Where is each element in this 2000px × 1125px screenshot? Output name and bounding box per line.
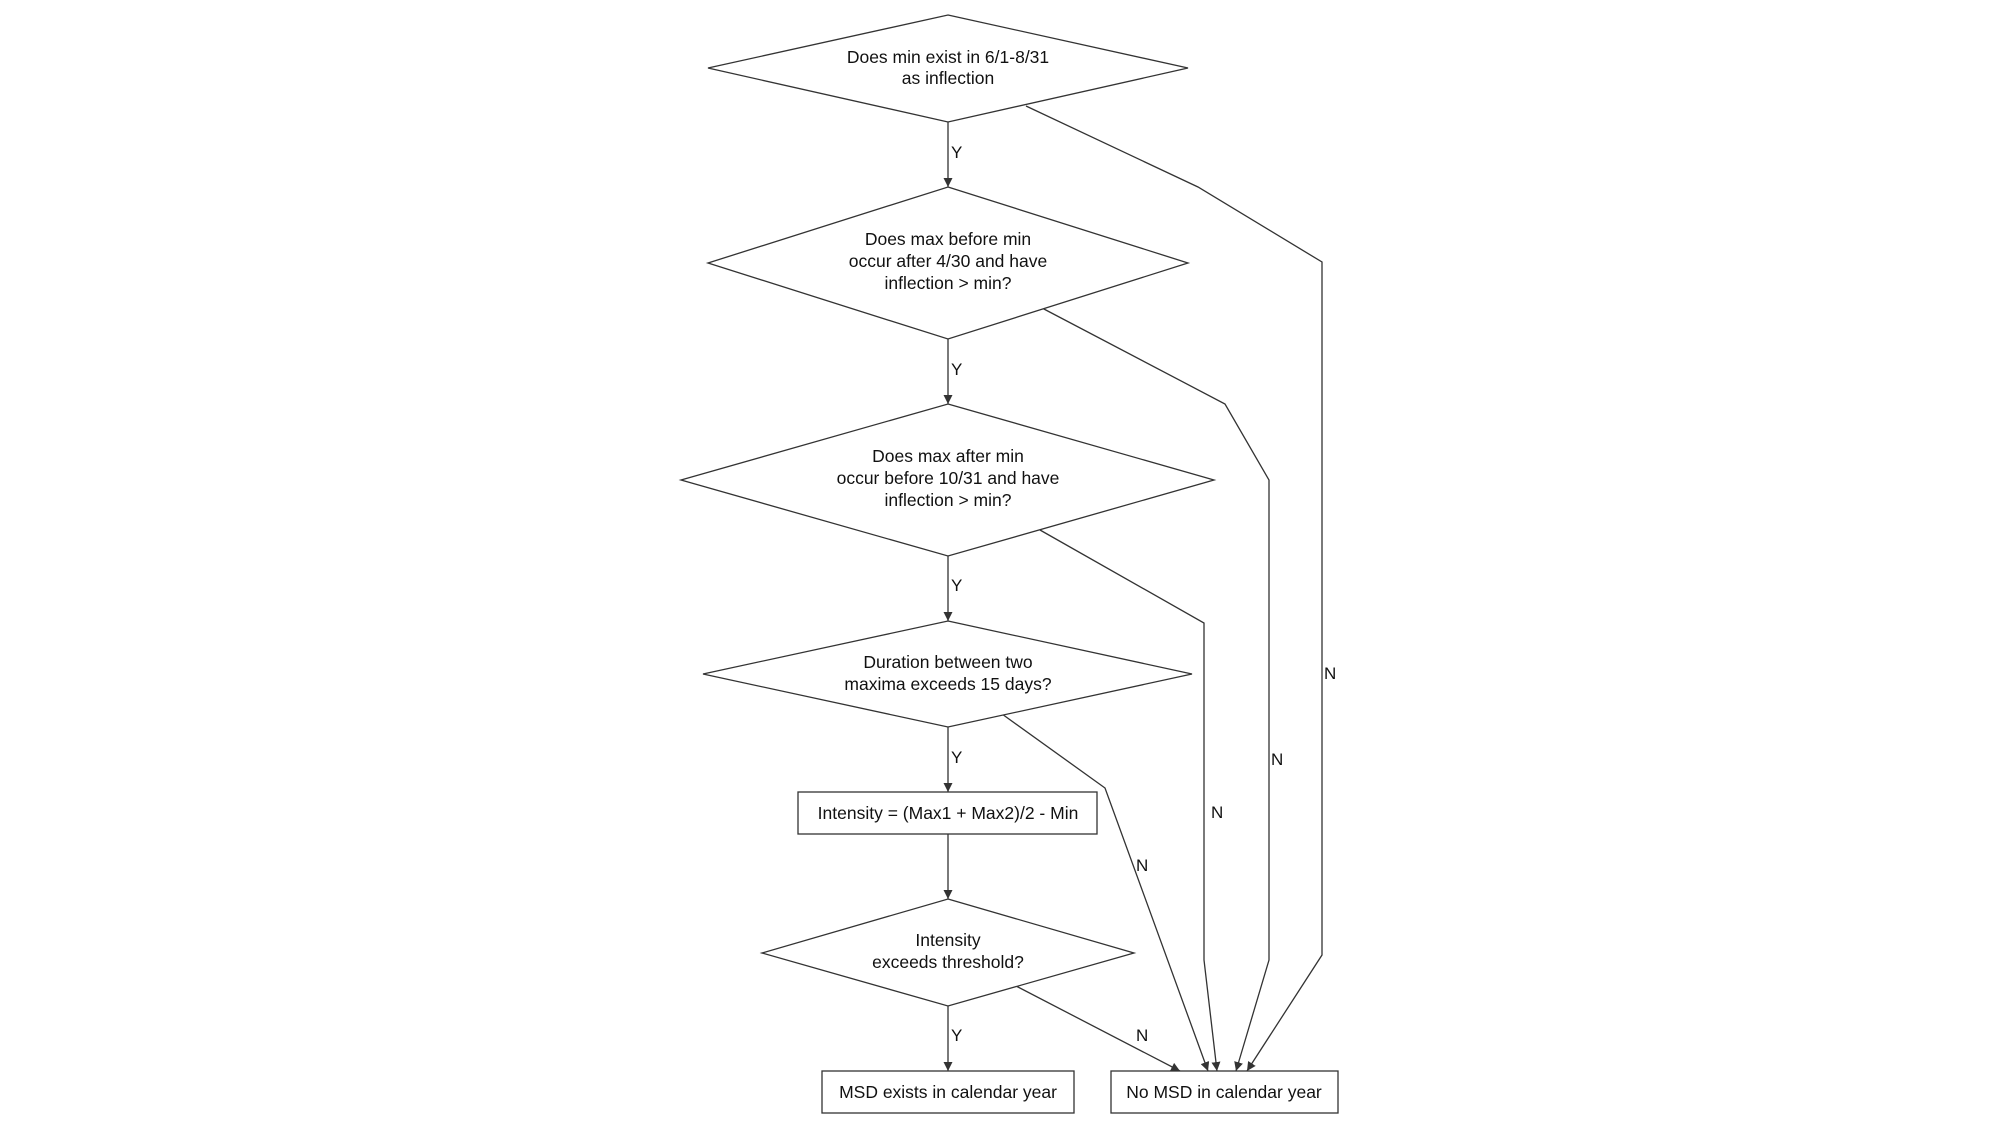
process-intensity-calc: Intensity = (Max1 + Max2)/2 - Min: [797, 791, 1098, 835]
edge-q3-no-end: [1039, 529, 1221, 1072]
decision-max-before-min-line-3: inflection > min?: [885, 273, 1012, 293]
decision-max-before-min-line-2: occur after 4/30 and have: [849, 251, 1047, 271]
decision-min-inflection-line-2: as inflection: [902, 68, 994, 88]
edge-label-q4-no-end: N: [1136, 856, 1148, 875]
edge-label-q1-q2: Y: [951, 143, 962, 162]
edge-q1-no-end: [1025, 105, 1323, 1072]
decision-intensity-threshold: Intensity exceeds threshold?: [759, 898, 1137, 1007]
decision-max-after-min-line-1: Does max after min: [872, 446, 1024, 466]
decision-duration-line-2: maxima exceeds 15 days?: [844, 674, 1051, 694]
decision-min-inflection-line-1: Does min exist in 6/1-8/31: [847, 47, 1049, 67]
edge-label-q5-yes-end: Y: [951, 1026, 962, 1045]
terminal-msd-exists: MSD exists in calendar year: [821, 1070, 1075, 1114]
decision-intensity-threshold-line-2: exceeds threshold?: [872, 952, 1024, 972]
edge-label-q2-no-end: N: [1271, 750, 1283, 769]
process-intensity-calc-text: Intensity = (Max1 + Max2)/2 - Min: [818, 803, 1079, 823]
decision-duration-line-1: Duration between two: [863, 652, 1032, 672]
edge-label-q4-calc: Y: [951, 748, 962, 767]
decision-max-after-min-line-2: occur before 10/31 and have: [837, 468, 1060, 488]
decision-min-inflection: Does min exist in 6/1-8/31 as inflection: [707, 14, 1189, 123]
edge-label-q2-q3: Y: [951, 360, 962, 379]
decision-duration: Duration between two maxima exceeds 15 d…: [702, 620, 1193, 728]
decision-intensity-threshold-line-1: Intensity: [915, 930, 980, 950]
edge-q2-no-end: [1041, 307, 1270, 1072]
decision-max-after-min-line-3: inflection > min?: [885, 490, 1012, 510]
decision-max-after-min: Does max after min occur before 10/31 an…: [678, 403, 1217, 557]
edge-label-q3-q4: Y: [951, 576, 962, 595]
edge-q5-no-end: [1015, 985, 1181, 1072]
terminal-no-msd: No MSD in calendar year: [1110, 1070, 1339, 1114]
terminal-msd-exists-text: MSD exists in calendar year: [839, 1082, 1057, 1102]
edge-label-q1-no-end: N: [1324, 664, 1336, 683]
decision-max-before-min-line-1: Does max before min: [865, 229, 1031, 249]
edge-label-q5-no-end: N: [1136, 1026, 1148, 1045]
edge-q4-no-end: [1001, 713, 1210, 1072]
terminal-no-msd-text: No MSD in calendar year: [1126, 1082, 1322, 1102]
edge-label-q3-no-end: N: [1211, 803, 1223, 822]
decision-max-before-min: Does max before min occur after 4/30 and…: [705, 186, 1191, 340]
